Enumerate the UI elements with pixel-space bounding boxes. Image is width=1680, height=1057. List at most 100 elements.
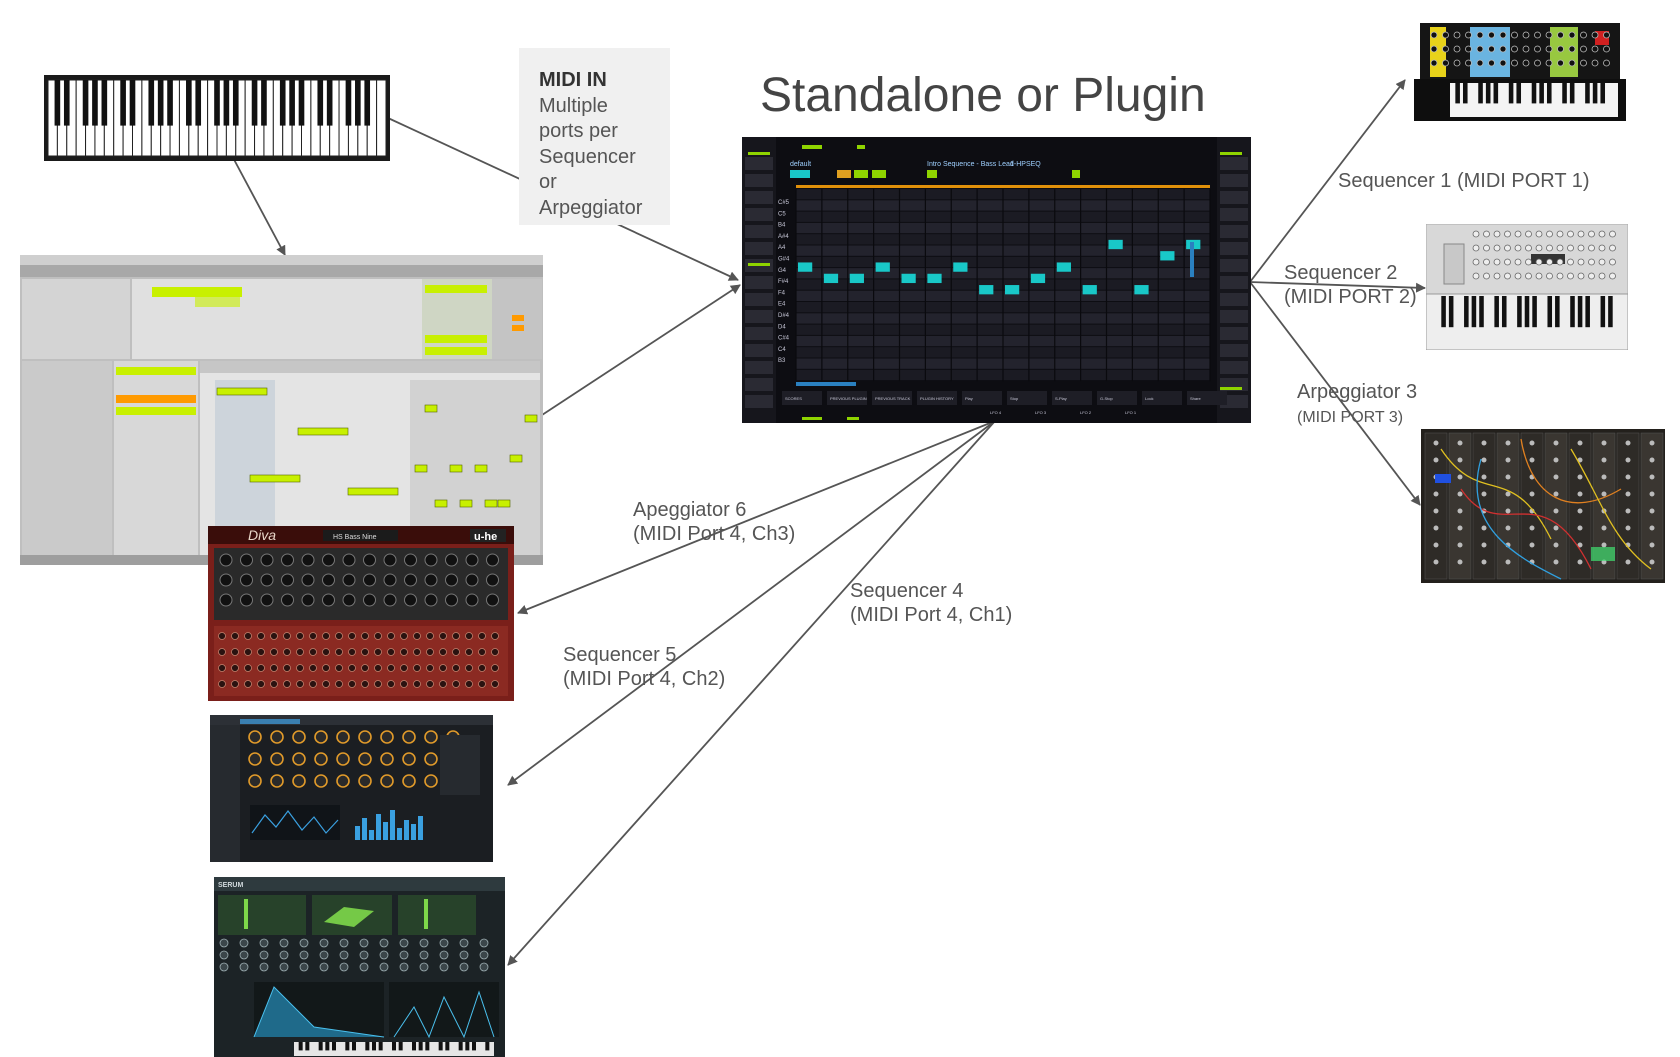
diva-knob bbox=[257, 632, 265, 640]
diva-knob bbox=[404, 593, 417, 607]
diva-knob bbox=[363, 593, 376, 607]
serum-knob bbox=[299, 962, 309, 972]
modular-jack bbox=[1625, 491, 1631, 497]
moog-knob bbox=[1545, 45, 1553, 53]
modular-jack bbox=[1481, 491, 1487, 497]
modular-panel bbox=[1496, 432, 1520, 580]
modular-jack bbox=[1601, 440, 1607, 446]
seq-side-button bbox=[745, 191, 773, 204]
diva-knob bbox=[296, 680, 304, 688]
seq-bottom-button bbox=[872, 391, 912, 405]
seq-note bbox=[927, 273, 942, 284]
modular-jack bbox=[1505, 559, 1511, 565]
seq-bottom-button-label: Lock bbox=[1145, 396, 1153, 401]
diva-knob bbox=[465, 680, 473, 688]
diva-knob bbox=[270, 632, 278, 640]
diva-knob bbox=[491, 632, 499, 640]
seq-note-label: D#4 bbox=[778, 313, 790, 319]
black-key bbox=[261, 80, 267, 126]
midi-in-line: or bbox=[539, 171, 557, 193]
modular-jack bbox=[1625, 457, 1631, 463]
modular-jack bbox=[1649, 525, 1655, 531]
modular-jack bbox=[1457, 508, 1463, 514]
diva-knob bbox=[219, 553, 233, 567]
moog-knob bbox=[1522, 59, 1530, 67]
modular-jack bbox=[1577, 559, 1583, 565]
seq-note-label: B3 bbox=[778, 358, 786, 364]
serum-knob bbox=[439, 962, 449, 972]
diva-knob bbox=[400, 632, 408, 640]
uhe-knob bbox=[336, 730, 350, 744]
modular-jack bbox=[1601, 457, 1607, 463]
seq-lfo-label: LFO 3 bbox=[1035, 410, 1047, 415]
uhe-knob bbox=[248, 730, 262, 744]
seq-note bbox=[798, 262, 813, 272]
diva-knob bbox=[231, 632, 239, 640]
modular-jack bbox=[1553, 559, 1559, 565]
moog-knob bbox=[1534, 31, 1541, 39]
serum-knob bbox=[479, 962, 489, 972]
seq-note bbox=[875, 262, 890, 272]
moog-knob bbox=[1522, 45, 1530, 53]
uhe-knob bbox=[380, 752, 394, 766]
midi-keyboard-image bbox=[44, 75, 390, 161]
serum-knob bbox=[379, 950, 389, 960]
serum-knob bbox=[339, 938, 349, 948]
modular-jack bbox=[1481, 559, 1487, 565]
modular-jack bbox=[1625, 525, 1631, 531]
diva-knob bbox=[218, 680, 226, 688]
modular-jack bbox=[1553, 542, 1559, 548]
white-knob bbox=[1609, 272, 1616, 280]
seq-side-button bbox=[1220, 327, 1248, 340]
black-key bbox=[318, 1042, 323, 1051]
white-knob bbox=[1493, 244, 1501, 252]
seq-side-button bbox=[1220, 361, 1248, 374]
moog-knob bbox=[1430, 45, 1438, 53]
diva-knob bbox=[478, 648, 486, 656]
black-key bbox=[251, 80, 258, 126]
modular-jack bbox=[1649, 440, 1655, 446]
moog-knob bbox=[1568, 45, 1576, 53]
modular-jack bbox=[1577, 542, 1583, 548]
seq-bottom-button bbox=[1052, 391, 1092, 405]
modular-jack bbox=[1577, 525, 1583, 531]
diva-knob bbox=[309, 664, 317, 672]
uhe-bar bbox=[376, 814, 381, 840]
black-key bbox=[485, 1042, 490, 1051]
black-key bbox=[332, 1042, 336, 1051]
black-key bbox=[167, 80, 173, 126]
modular-jack bbox=[1457, 542, 1463, 548]
uhe-knob bbox=[402, 774, 416, 788]
black-key bbox=[1570, 296, 1575, 328]
modular-jack bbox=[1553, 474, 1559, 480]
white-knob bbox=[1546, 230, 1553, 238]
diva-knob bbox=[374, 632, 382, 640]
white-knob bbox=[1609, 244, 1616, 252]
modular-jack bbox=[1457, 491, 1463, 497]
modular-jack bbox=[1553, 440, 1559, 446]
moog-knob bbox=[1591, 59, 1599, 67]
seq-lfo-label: LFO 1 bbox=[1125, 410, 1137, 415]
modular-jack bbox=[1649, 474, 1655, 480]
moog-knob bbox=[1603, 59, 1610, 67]
black-key bbox=[1485, 83, 1491, 104]
seq-note bbox=[1108, 239, 1123, 250]
white-knob bbox=[1535, 230, 1543, 238]
label-sequencer-4: Sequencer 4 (MIDI Port 4, Ch1) bbox=[850, 579, 1012, 627]
white-knob bbox=[1577, 244, 1585, 252]
seq-note-label: G4 bbox=[778, 268, 787, 274]
modular-jack bbox=[1529, 491, 1535, 497]
seq-side-button bbox=[745, 361, 773, 374]
diva-knob bbox=[363, 553, 376, 567]
modular-panel bbox=[1568, 432, 1592, 580]
daw-screenshot bbox=[20, 255, 543, 565]
black-key bbox=[1478, 83, 1483, 104]
white-knob bbox=[1504, 244, 1511, 252]
diva-knob bbox=[296, 632, 304, 640]
diva-knob bbox=[424, 573, 438, 587]
black-key bbox=[92, 80, 98, 126]
modular-jack bbox=[1505, 508, 1511, 514]
diva-knob bbox=[413, 680, 421, 688]
diva-knob bbox=[244, 632, 252, 640]
seq-side-button bbox=[1220, 225, 1248, 238]
